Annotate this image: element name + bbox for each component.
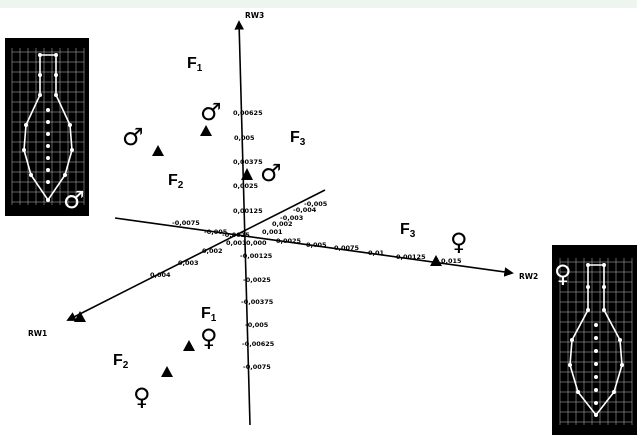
- group-label-f3-male: F3: [290, 129, 306, 148]
- male-symbol-icon: ♂: [122, 123, 144, 151]
- top-strip: [0, 0, 637, 8]
- tick-rw3: -0,00125: [240, 252, 273, 260]
- centroid-f3-male: [241, 168, 253, 180]
- tick-rw2: 0,0025: [276, 237, 302, 245]
- group-label-f1-male: F1: [187, 55, 203, 74]
- tick-rw3: -0,0025: [243, 276, 271, 284]
- tick-rw1: -0,0075: [172, 219, 200, 227]
- male-symbol-icon: ♂: [260, 159, 282, 187]
- inset-female-symbol-icon: ♀: [554, 260, 572, 288]
- axis-label-rw3: RW3: [245, 11, 264, 20]
- female-symbol-icon: ♀: [450, 228, 468, 256]
- tick-depth: 0,000: [246, 239, 267, 247]
- tick-rw1: 0,002: [202, 247, 223, 255]
- centroid-f1-female: [183, 340, 195, 351]
- tick-rw1: -0,0025: [222, 231, 250, 239]
- centroid-f1-male: [200, 125, 212, 136]
- tick-rw3: 0,0025: [233, 182, 259, 190]
- male-symbol-icon: ♂: [200, 98, 222, 126]
- inset-shape-male: ♂: [5, 38, 89, 216]
- tick-rw3: 0,00625: [233, 109, 263, 117]
- group-label-f2-male: F2: [168, 172, 184, 191]
- tick-depth: -0,005: [304, 200, 328, 208]
- inset-male-symbol-icon: ♂: [63, 186, 85, 214]
- axis-label-rw1: RW1: [28, 329, 47, 338]
- group-label-f3-female: F3: [400, 221, 416, 240]
- tick-rw2: 0,015: [441, 257, 462, 265]
- centroid-f3-female: [430, 255, 442, 266]
- axis-rw2: [114, 217, 514, 277]
- female-symbol-icon: ♀: [133, 383, 151, 411]
- tick-depth: -0,003: [280, 214, 303, 222]
- tick-rw2: 0,00125: [396, 253, 426, 261]
- tick-rw3: -0,005: [245, 321, 269, 329]
- tick-depth: 0,002: [272, 220, 293, 228]
- tick-rw1: 0,003: [178, 259, 199, 267]
- tick-rw3: -0,00375: [241, 298, 274, 306]
- tick-rw1: -0,005: [204, 228, 228, 236]
- axis-rw3: [234, 20, 251, 426]
- centroid-f2-female: [161, 366, 173, 377]
- tick-depth: -0,004: [293, 206, 317, 214]
- tick-rw3: 0,00375: [233, 158, 263, 166]
- tick-rw3: -0,00625: [242, 340, 275, 348]
- tick-rw2: 0,01: [368, 249, 385, 257]
- group-label-f2-female: F2: [113, 352, 129, 371]
- female-symbol-icon: ♀: [200, 324, 218, 352]
- axis-rw1: [66, 189, 326, 321]
- tick-rw3: -0,0075: [243, 363, 271, 371]
- tick-rw2: 0,0075: [334, 244, 360, 252]
- tick-rw1: 0,001: [226, 239, 247, 247]
- centroid-f2-male: [152, 145, 164, 156]
- centroid-rw1-end: [74, 311, 86, 322]
- tick-rw1: 0,004: [150, 271, 171, 279]
- group-label-f1-female: F1: [201, 305, 217, 324]
- tick-rw2: 0,005: [306, 241, 327, 249]
- inset-shape-female: ♀: [552, 245, 637, 435]
- tick-depth: 0,001: [262, 228, 283, 236]
- axis-label-rw2: RW2: [519, 272, 538, 281]
- tick-rw3: 0,005: [234, 134, 255, 142]
- tick-rw3: 0,00125: [233, 207, 263, 215]
